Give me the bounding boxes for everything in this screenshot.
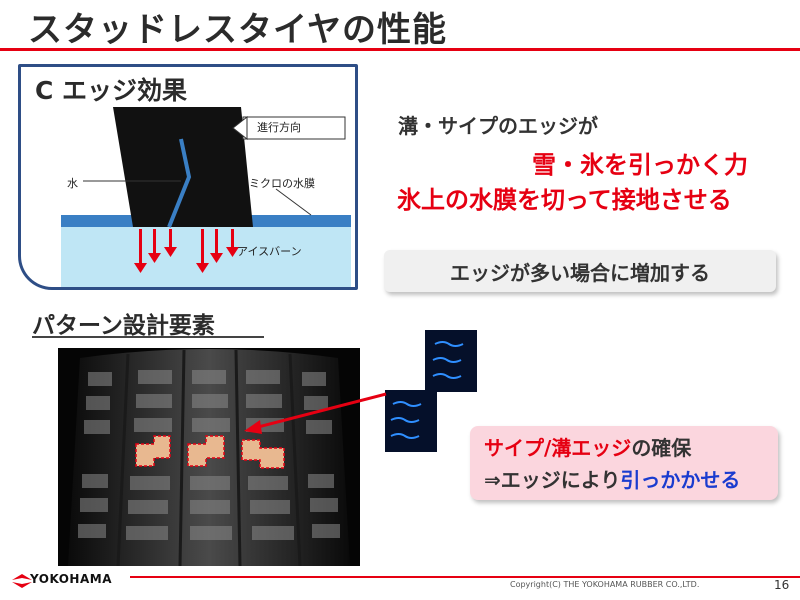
pink-line-2: ⇒エッジにより引っかかせる <box>484 464 740 493</box>
edge-effect-panel: C エッジ効果 進行方向 水 ミクロの水膜 アイスバーン <box>18 64 358 290</box>
pink-line-2-dark: ⇒エッジにより <box>484 468 621 492</box>
pattern-heading-underline <box>32 336 264 338</box>
micro-film-label: ミクロの水膜 <box>249 177 315 190</box>
film-leader <box>275 188 312 216</box>
yokohama-logo-icon <box>12 574 32 588</box>
copyright-text: Copyright(C) THE YOKOHAMA RUBBER CO.,LTD… <box>510 580 700 589</box>
title-divider <box>0 48 800 51</box>
pink-line-1: サイプ/溝エッジの確保 <box>484 432 691 461</box>
sipe-closeup-image <box>385 330 477 452</box>
direction-arrow <box>232 115 248 141</box>
description-line-3: 氷上の水膜を切って接地させる <box>397 186 732 214</box>
tire-block <box>113 107 253 227</box>
water-label: 水 <box>67 177 78 190</box>
edge-effect-heading: C エッジ効果 <box>35 76 188 105</box>
direction-label: 進行方向 <box>257 121 301 134</box>
pattern-heading: パターン設計要素 <box>32 313 215 339</box>
sipe-line <box>167 138 192 228</box>
pink-line-1-dark: の確保 <box>631 436 692 460</box>
description-line-1: 溝・サイプのエッジが <box>398 114 598 138</box>
edge-force-arrows <box>134 229 239 273</box>
page-number: 16 <box>774 578 790 592</box>
ice-burn-label: アイスバーン <box>237 245 302 258</box>
pink-line-1-red: サイプ/溝エッジ <box>484 436 632 460</box>
ice-surface <box>61 225 351 287</box>
highlighted-blocks <box>135 435 285 469</box>
brand-name: YOKOHAMA <box>30 572 112 586</box>
edge-effect-diagram <box>61 107 351 287</box>
footer-divider <box>130 576 800 578</box>
edge-increase-callout: エッジが多い場合に増加する <box>384 250 776 292</box>
description-line-2: 雪・氷を引っかく力 <box>532 151 748 179</box>
slide-title: スタッドレスタイヤの性能 <box>28 10 447 50</box>
sipe-edge-callout: サイプ/溝エッジの確保 ⇒エッジにより引っかかせる <box>470 426 778 500</box>
pink-line-2-blue: 引っかかせる <box>620 468 741 492</box>
tire-tread-image <box>58 348 360 566</box>
